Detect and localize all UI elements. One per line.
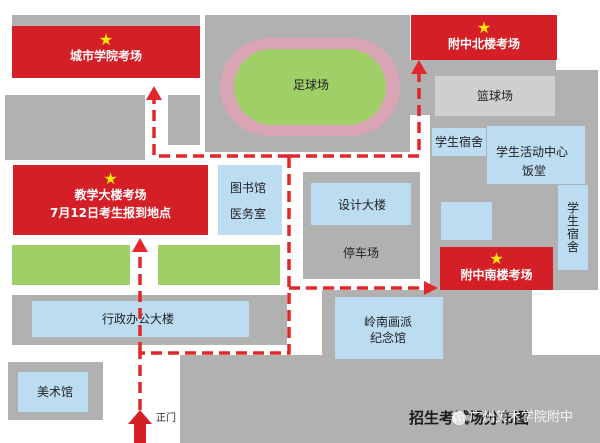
exam-site-city-college: ★ 城市学院考场 [12, 26, 200, 78]
teaching-building-label: 教学大楼考场 [74, 188, 147, 202]
library-label: 图书馆 [230, 181, 267, 195]
clinic-label: 医务室 [230, 207, 267, 221]
entrance-arrow-icon [128, 410, 152, 443]
exam-site-north-building: ★ 附中北楼考场 [411, 15, 557, 60]
route-to-north-building [289, 70, 421, 158]
route-to-city-college [152, 96, 289, 158]
library [218, 165, 282, 235]
route-arrow-icon [132, 238, 148, 252]
watermark-text: 广州美术学院附中 [469, 410, 574, 425]
south-building-label: 附中南楼考场 [460, 268, 533, 282]
football-pitch [234, 49, 386, 125]
route-arrow-icon [424, 281, 438, 295]
small-building-east [441, 202, 492, 240]
activity-center-label: 学生活动中心 [496, 145, 569, 159]
lawn-right [158, 245, 280, 285]
lingnan-memorial-hall [335, 297, 443, 359]
route-main-spine [138, 156, 291, 410]
parking-label: 停车场 [343, 246, 380, 260]
exam-site-south-building: ★ 附中南楼考场 [440, 247, 553, 290]
activity-center [487, 126, 585, 184]
canteen-label: 饭堂 [522, 164, 547, 178]
lawn-left [12, 245, 130, 285]
art-gallery-label: 美术馆 [37, 385, 74, 399]
art-gallery [18, 372, 88, 412]
student-dorm-2 [558, 185, 588, 270]
upper-left-small-block [168, 95, 200, 145]
student-dorm-1-label: 学生宿舍 [435, 135, 484, 149]
design-building [311, 183, 411, 225]
star-icon: ★ [98, 30, 114, 49]
route-arrow-icon [146, 86, 162, 100]
star-icon: ★ [489, 249, 504, 268]
basketball-court-label: 篮球场 [477, 89, 514, 103]
map-title: 招生考试场分布图 [409, 409, 530, 427]
lingnan-hall-label-line2: 纪念馆 [370, 331, 407, 345]
star-icon: ★ [476, 18, 492, 37]
basketball-court [435, 76, 555, 116]
wechat-icon [452, 411, 466, 425]
exam-site-teaching-building: ★ 教学大楼考场 7月12日考生报到地点 [13, 165, 208, 235]
star-icon: ★ [103, 169, 118, 188]
city-college-label: 城市学院考场 [69, 49, 142, 63]
upper-left-block [5, 95, 145, 160]
student-dorm-1 [432, 128, 486, 156]
student-dorm-2-label: 学生宿舍 [566, 201, 579, 254]
south-block [180, 355, 600, 443]
main-gate-label: 正门 [156, 413, 176, 424]
north-building-label: 附中北楼考场 [447, 37, 520, 51]
route-arrow-icon [411, 60, 427, 74]
lingnan-hall-label-line1: 岭南画派 [364, 315, 413, 329]
football-field-label: 足球场 [293, 78, 330, 92]
report-note-label: 7月12日考生报到地点 [49, 206, 172, 220]
admin-building-label: 行政办公大楼 [102, 312, 175, 326]
design-building-label: 设计大楼 [338, 198, 387, 212]
